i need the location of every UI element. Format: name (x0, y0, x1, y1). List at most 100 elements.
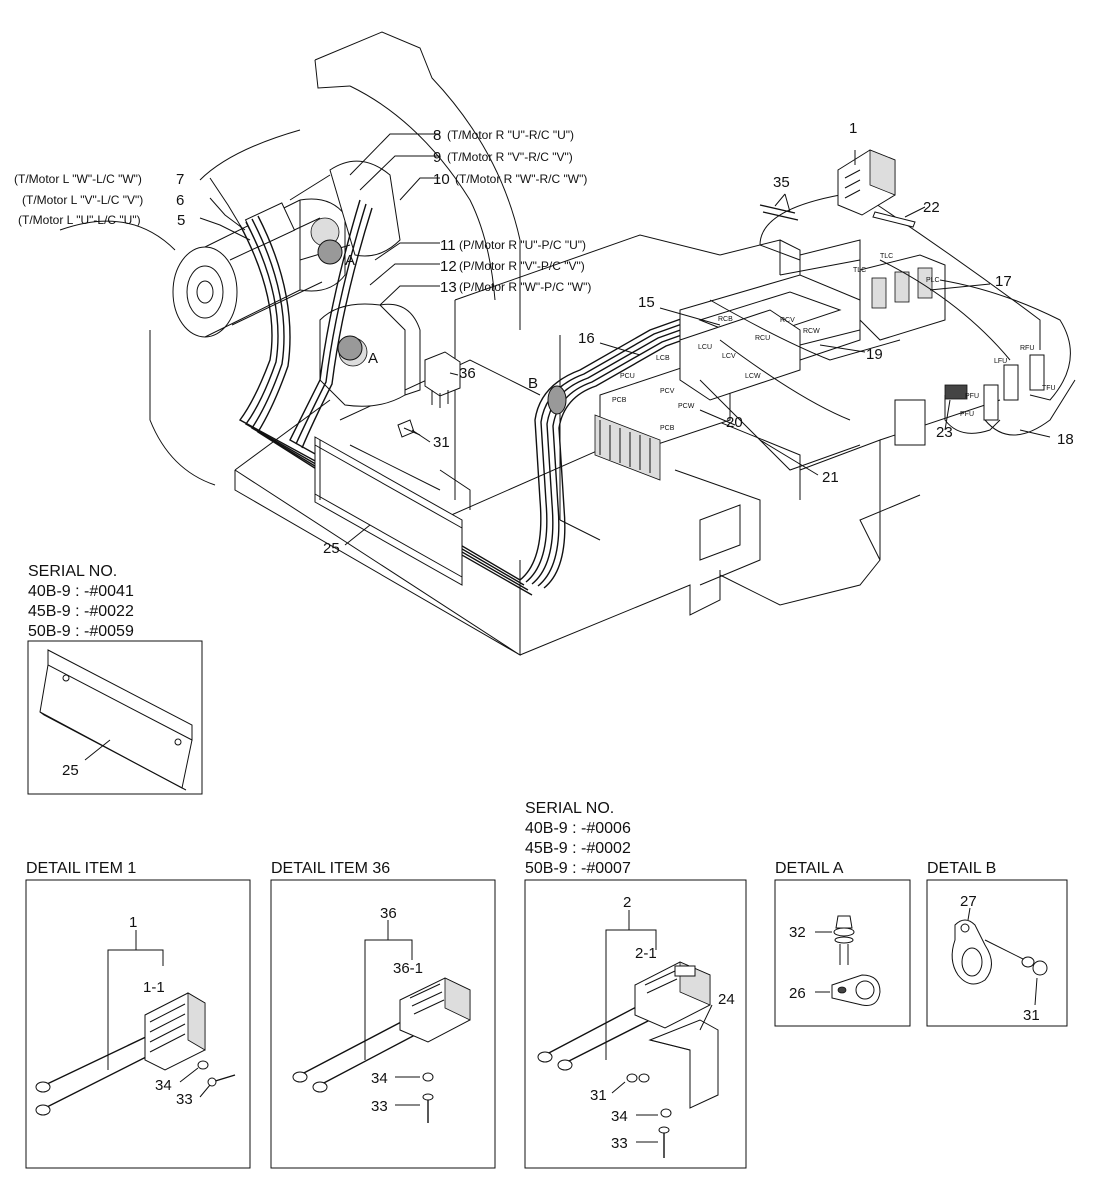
detail-1-box (25, 879, 251, 1169)
tag-lfu: LFU (994, 358, 1007, 365)
detail-2-label-2-1: 2-1 (635, 945, 657, 962)
detail-a-title: DETAIL A (775, 860, 844, 877)
callout-18: 18 (1057, 431, 1074, 448)
detail-2-label-34: 34 (611, 1108, 628, 1125)
tag-pcb2: PCB (660, 425, 675, 432)
detail-1-label-1: 1 (129, 914, 137, 931)
detail-36-label-36: 36 (380, 905, 397, 922)
callout-5-text: (T/Motor L "U"-L/C "U") (18, 213, 141, 227)
callout-6-text: (T/Motor L "V"-L/C "V") (22, 193, 143, 207)
callout-31: 31 (433, 434, 450, 451)
serial-block-top: SERIAL NO. 40B-9 : -#0041 45B-9 : -#0022… (27, 563, 203, 795)
detail-b-box (926, 879, 1068, 1027)
callout-numbers: 1 35 22 17 15 16 19 36 20 23 18 31 21 25 (323, 120, 1074, 557)
serial-block-mid: SERIAL NO. 40B-9 : -#0006 45B-9 : -#0002… (525, 800, 631, 877)
detail-a-clamp-26 (831, 974, 881, 1006)
detail-2-connector (634, 961, 711, 1029)
callout-25: 25 (323, 540, 340, 557)
callout-8-text: (T/Motor R "U"-R/C "U") (447, 128, 574, 142)
detail-2-label-2: 2 (623, 894, 631, 911)
callout-6-num: 6 (176, 192, 184, 209)
tag-plc: PLC (926, 277, 940, 284)
callout-7-text: (T/Motor L "W"-L/C "W") (14, 172, 142, 186)
detail-1-label-34: 34 (155, 1077, 172, 1094)
callout-11-num: 11 (440, 237, 456, 254)
detail-mark-a-lower: A (368, 350, 378, 367)
tag-tfu: TFU (1042, 385, 1056, 392)
serial-top-line-3: 50B-9 : -#0059 (28, 623, 134, 640)
serial-top-line-2: 45B-9 : -#0022 (28, 603, 134, 620)
callout-9-num: 9 (433, 149, 441, 166)
serial-mid-line-3: 50B-9 : -#0007 (525, 860, 631, 877)
callout-10-text: (T/Motor R "W"-R/C "W") (455, 172, 587, 186)
detail-2-box (524, 879, 747, 1169)
tag-pcu: PCU (620, 373, 635, 380)
callout-11-text: (P/Motor R "U"-P/C "U") (459, 238, 586, 252)
counterweight-outline (59, 31, 521, 486)
detail-2-bracket-24 (648, 1019, 719, 1109)
callout-12-text: (P/Motor R "V"-P/C "V") (459, 259, 585, 273)
serial-mid-title: SERIAL NO. (525, 800, 614, 817)
detail-36-label-33: 33 (371, 1098, 388, 1115)
detail-item-1: DETAIL ITEM 1 1 1-1 34 33 (25, 860, 251, 1169)
detail-1-label-1-1: 1-1 (143, 979, 165, 996)
leader-lines (199, 133, 1051, 546)
detail-1-bolt (197, 1060, 236, 1087)
tag-lcw: LCW (745, 373, 761, 380)
detail-item-2: 2 2-1 24 31 34 33 (524, 879, 747, 1169)
leader-labels-left: (T/Motor L "W"-L/C "W") 7 (T/Motor L "V"… (14, 171, 185, 229)
contactor-panel (799, 239, 946, 346)
tag-rcw: RCW (803, 328, 820, 335)
tag-tlc: TLC (880, 253, 893, 260)
detail-a-bolt-32 (833, 915, 855, 965)
callout-7-num: 7 (176, 171, 184, 188)
callout-20: 20 (726, 414, 743, 431)
cable-duct (314, 436, 463, 586)
detail-a-label-26: 26 (789, 985, 806, 1002)
detail-36-label-36-1: 36-1 (393, 960, 423, 977)
tag-rfu: RFU (1020, 345, 1034, 352)
callout-10-num: 10 (433, 171, 450, 188)
tag-pcw: PCW (678, 403, 695, 410)
detail-36-label-34: 34 (371, 1070, 388, 1087)
detail-b: DETAIL B 27 31 (926, 860, 1068, 1027)
detail-a: DETAIL A 32 26 (774, 860, 911, 1027)
detail-marker-circles (317, 239, 567, 415)
detail-2-nut-31 (626, 1073, 650, 1083)
callout-16: 16 (578, 330, 595, 347)
callout-23: 23 (936, 424, 953, 441)
detail-1-title: DETAIL ITEM 1 (26, 860, 136, 877)
detail-1-cables (44, 1034, 151, 1109)
tag-rcv: RCV (780, 317, 795, 324)
cable-bundle-a (238, 215, 533, 596)
detail-2-label-31: 31 (590, 1087, 607, 1104)
pins-35 (759, 204, 799, 221)
detail-2-label-24: 24 (718, 991, 735, 1008)
callout-21: 21 (822, 469, 839, 486)
panel-wiring (699, 194, 1076, 471)
tag-pfu2: PFU (960, 411, 974, 418)
detail-a-label-32: 32 (789, 924, 806, 941)
callout-5-num: 5 (177, 212, 185, 229)
tag-rcu: RCU (755, 335, 770, 342)
tag-pcv: PCV (660, 388, 675, 395)
callout-22: 22 (923, 199, 940, 216)
callout-36: 36 (459, 365, 476, 382)
detail-a-box (774, 879, 911, 1027)
chassis-frame (234, 234, 1001, 656)
callout-12-num: 12 (440, 258, 457, 275)
tag-pcb: PCB (612, 397, 627, 404)
leader-labels-right: 8 (T/Motor R "U"-R/C "U") 9 (T/Motor R "… (433, 127, 591, 296)
callout-13-text: (P/Motor R "W"-P/C "W") (459, 280, 591, 294)
tag-lcb: LCB (656, 355, 670, 362)
tag-rcb: RCB (718, 316, 733, 323)
cable-bundle-c (519, 304, 737, 589)
callout-1: 1 (849, 120, 857, 137)
left-traction-motor (172, 198, 346, 338)
callout-35: 35 (773, 174, 790, 191)
bolt-31 (397, 419, 421, 438)
detail-b-label-27: 27 (960, 893, 977, 910)
detail-item-36: DETAIL ITEM 36 36 36-1 34 33 (270, 860, 496, 1169)
